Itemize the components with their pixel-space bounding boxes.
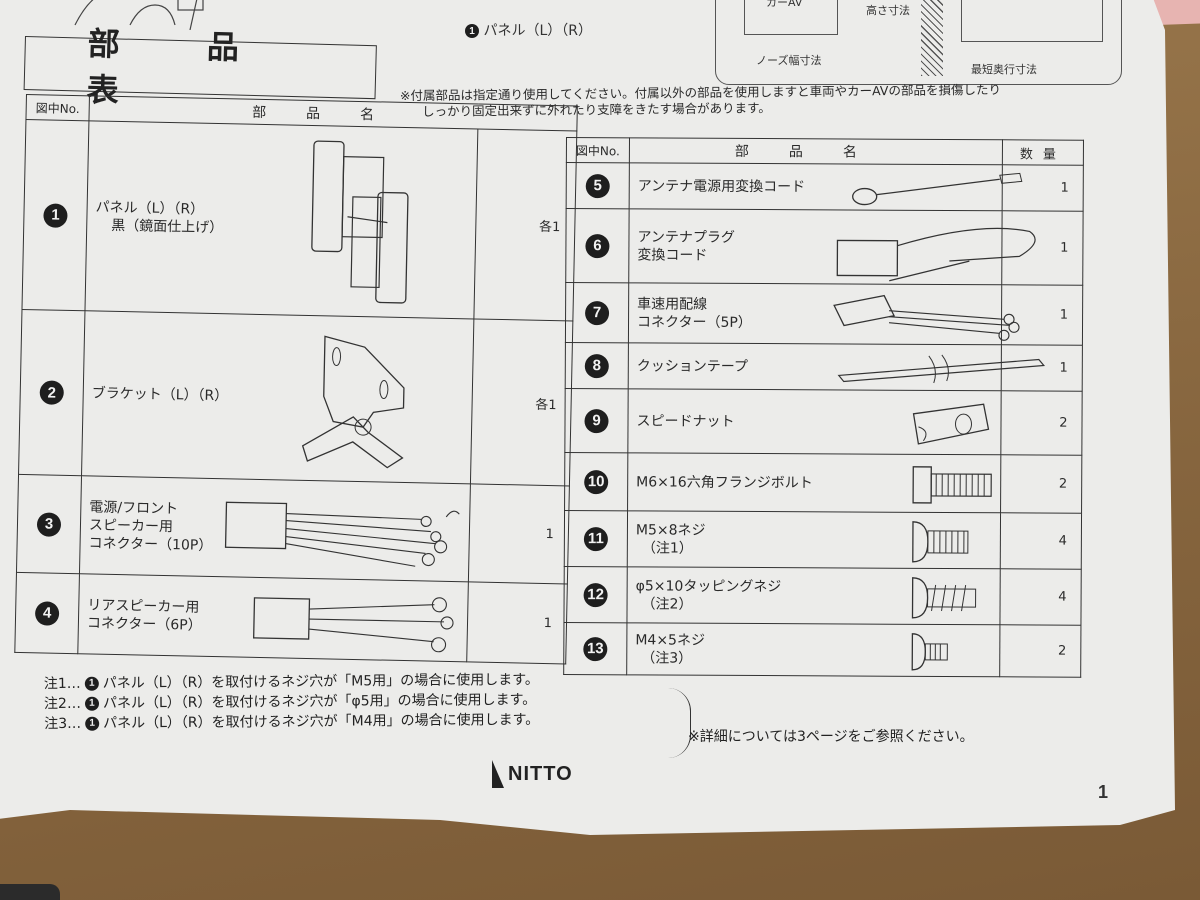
dimension-diagram: カーAV 高さ寸法 ノーズ幅寸法 最短奥行寸法 (715, 0, 1122, 85)
top-caption-text: パネル（L）（R） (483, 23, 592, 39)
parts-table-right: 図中No. 部品名 数量 5 アンテナ電源用変換コード 1 6 アンテナプラグ … (563, 137, 1084, 678)
connector-6p-icon (252, 597, 454, 653)
footnote-label: 注2… (43, 695, 81, 713)
part-number-badge: 13 (583, 636, 608, 661)
part-number-badge: 7 (585, 300, 610, 325)
footnote-bracket (668, 688, 691, 758)
header-no: 図中No. (566, 137, 630, 163)
part-qty: 4 (1000, 512, 1082, 570)
footnote-text: パネル（L）（R）を取付けるネジ穴が「M4用」の場合に使用します。 (103, 711, 540, 732)
table-row: 7 車速用配線 コネクター（5P） 1 (565, 282, 1083, 346)
part-qty: 1 (468, 483, 570, 584)
brand-logo: NITTO (492, 760, 573, 788)
table-row: 6 アンテナプラグ 変換コード 1 (565, 208, 1084, 286)
part-number-badge: 9 (584, 408, 609, 433)
number-badge: 1 (465, 24, 479, 38)
part-number-badge: 2 (39, 380, 65, 405)
depth-outline (961, 0, 1103, 42)
part-qty: 4 (999, 568, 1082, 626)
dashboard-illustration (74, 0, 204, 30)
diagram-label-nose-width: ノーズ幅寸法 (756, 54, 822, 67)
header-name: 部品名 (629, 137, 1003, 165)
header-no: 図中No. (25, 94, 90, 121)
table-row: 11 M5×8ネジ （注1） 4 (564, 510, 1082, 570)
footnote-3: 注3… 1 パネル（L）（R）を取付けるネジ穴が「M4用」の場合に使用します。 (44, 710, 539, 734)
antenna-plug-cord-icon (836, 227, 1036, 282)
table-row: 3 電源/フロント スピーカー用 コネクター（10P） 1 (16, 474, 570, 584)
table-row: 9 スピードナット 2 (564, 388, 1083, 456)
table-row: 4 リアスピーカー用 コネクター（6P） 1 (14, 572, 568, 664)
brand-name: NITTO (508, 762, 573, 785)
instruction-sheet: 1 パネル（L）（R） カーAV 高さ寸法 ノーズ幅寸法 最短奥行寸法 部 品 … (0, 0, 1175, 835)
cushion-tape-icon (837, 354, 1046, 384)
part-qty: 各1 (473, 128, 577, 322)
footnote-ref-badge: 1 (85, 716, 100, 731)
table-row: 13 M4×5ネジ （注3） 2 (563, 622, 1081, 678)
footnote-label: 注1… (43, 675, 81, 693)
part-number-badge: 12 (583, 582, 608, 607)
table-row: 8 クッションテープ 1 (565, 342, 1083, 392)
header-qty: 数量 (1002, 139, 1084, 166)
table-row: 1 パネル（L）（R） 黒（鏡面仕上げ） 各1 (21, 119, 577, 322)
screw-m5-icon (912, 521, 969, 563)
part-number-badge: 1 (43, 202, 68, 228)
part-qty: 2 (1000, 454, 1082, 514)
connector-10p-icon (224, 501, 460, 567)
page-number: 1 (1098, 782, 1109, 802)
car-av-outline (744, 0, 838, 35)
top-caption: 1 パネル（L）（R） (465, 20, 592, 40)
part-number-badge: 3 (36, 511, 62, 537)
footnote-ref-badge: 1 (84, 696, 99, 711)
part-qty: 1 (466, 581, 568, 664)
part-qty: 各1 (470, 318, 573, 486)
hatched-wall (921, 0, 943, 76)
dark-object-edge (0, 884, 60, 900)
table-row: 10 M6×16六角フランジボルト 2 (564, 452, 1082, 514)
part-name: クッションテープ (636, 357, 749, 375)
screw-m4-icon (911, 633, 948, 671)
diagram-label-height: 高さ寸法 (866, 4, 910, 17)
connector-5p-icon (833, 294, 1020, 341)
diagram-label-car-av: カーAV (766, 0, 803, 9)
reference-note: ※詳細については3ページをご参照ください。 (688, 729, 974, 745)
part-qty: 2 (999, 624, 1081, 678)
part-number-badge: 4 (34, 600, 60, 626)
part-number-badge: 10 (584, 469, 609, 494)
part-name: M6×16六角フランジボルト (636, 473, 813, 491)
part-number-badge: 5 (585, 173, 610, 198)
bracket-icon (301, 335, 405, 469)
footnotes: 注1… 1 パネル（L）（R）を取付けるネジ穴が「M5用」の場合に使用します。 … (44, 670, 540, 734)
parts-table-left: 図中No. 部品名 1 パネル（L）（R） 黒（鏡面仕上げ） 各1 2 ブラ (14, 94, 578, 664)
diagram-label-min-depth: 最短奥行寸法 (971, 63, 1037, 76)
page-title-box: 部 品 表 (23, 25, 377, 110)
table-row: 2 ブラケット（L）（R） 各1 (18, 309, 573, 486)
tapping-screw-icon (911, 577, 977, 619)
footnote-label: 注3… (44, 715, 82, 733)
part-number-badge: 6 (585, 233, 610, 258)
table-row: 5 アンテナ電源用変換コード 1 (566, 162, 1084, 212)
flange-bolt-icon (912, 466, 992, 504)
table-header-row: 図中No. 部品名 数量 (566, 137, 1084, 166)
part-name: スピードナット (636, 412, 735, 430)
part-number-badge: 11 (583, 526, 608, 551)
antenna-power-cord-icon (852, 172, 1023, 206)
part-name: アンテナ電源用変換コード (637, 177, 806, 195)
panel-icon (311, 140, 409, 304)
speed-nut-icon (912, 403, 990, 445)
part-number-badge: 8 (584, 353, 609, 378)
nitto-logo-icon (492, 760, 504, 788)
footnote-ref-badge: 1 (84, 676, 99, 691)
part-qty: 2 (1000, 390, 1083, 456)
table-row: 12 φ5×10タッピングネジ （注2） 4 (563, 566, 1082, 626)
